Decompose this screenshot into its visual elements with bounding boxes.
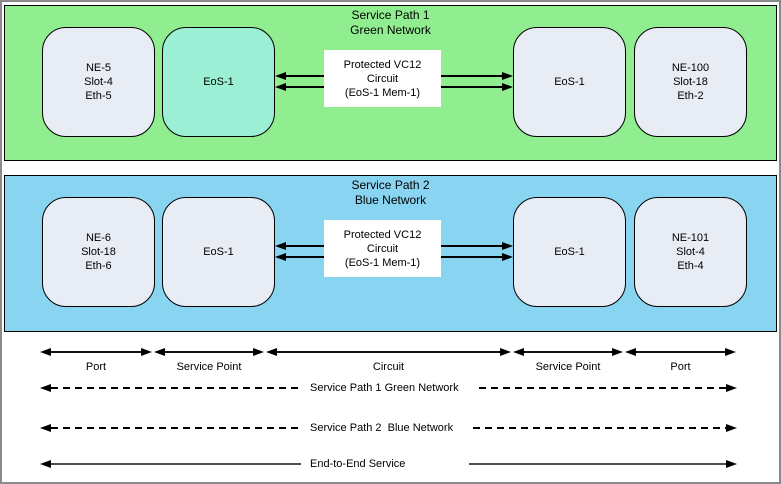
label-circuit: Circuit <box>372 361 405 373</box>
dimension-arrow-service-point-right <box>513 347 623 356</box>
arrowhead-left-icon <box>275 241 286 250</box>
arrowhead-right-icon <box>253 347 264 356</box>
dashed-line <box>478 387 726 389</box>
service-path-1-panel: Service Path 1 Green Network NE-5 Slot-4… <box>4 5 777 161</box>
end-to-end-service-span-arrow: End-to-End Service <box>40 458 737 470</box>
dashed-line <box>51 427 301 429</box>
blue-circuit-label: Protected VC12 Circuit (EoS-1 Mem-1) <box>324 220 441 277</box>
arrowhead-right-icon <box>502 82 513 91</box>
arrow-line <box>277 350 500 353</box>
node-ne-101: NE-101 Slot-4 Eth-4 <box>634 197 747 307</box>
arrow-line <box>524 350 612 353</box>
arrowhead-left-icon <box>40 384 51 392</box>
arrow-line <box>636 350 725 353</box>
green-circuit-label: Protected VC12 Circuit (EoS-1 Mem-1) <box>324 50 441 107</box>
dimension-arrow-port-right <box>625 347 736 356</box>
arrowhead-right-icon <box>725 347 736 356</box>
label-port-left: Port <box>85 361 107 373</box>
arrowhead-left-icon <box>266 347 277 356</box>
node-eos-1-green-left: EoS-1 <box>162 27 275 137</box>
arrowhead-right-icon <box>500 347 511 356</box>
arrowhead-left-icon <box>154 347 165 356</box>
dimension-arrow-port-left <box>40 347 152 356</box>
arrowhead-right-icon <box>502 71 513 80</box>
dimension-arrow-circuit <box>266 347 511 356</box>
service-path-2-span-arrow: Service Path 2 Blue Network <box>40 422 737 434</box>
service-path-2-title: Service Path 2 Blue Network <box>351 178 430 207</box>
arrowhead-left-icon <box>40 460 51 468</box>
label-service-point-right: Service Point <box>535 361 601 373</box>
arrowhead-right-icon <box>502 252 513 261</box>
label-service-point-left: Service Point <box>176 361 242 373</box>
arrowhead-right-icon <box>726 424 737 432</box>
arrowhead-right-icon <box>726 384 737 392</box>
dashed-line <box>51 387 301 389</box>
service-path-1-title: Service Path 1 Green Network <box>350 8 431 37</box>
dashed-line <box>473 427 726 429</box>
dimension-arrow-service-point-left <box>154 347 264 356</box>
arrowhead-right-icon <box>726 460 737 468</box>
node-eos-1-blue-left: EoS-1 <box>162 197 275 307</box>
arrowhead-left-icon <box>275 252 286 261</box>
node-eos-1-blue-right: EoS-1 <box>513 197 626 307</box>
label-end-to-end-service: End-to-End Service <box>310 458 406 470</box>
node-ne-5: NE-5 Slot-4 Eth-5 <box>42 27 155 137</box>
service-path-2-panel: Service Path 2 Blue Network NE-6 Slot-18… <box>4 175 777 332</box>
node-ne-6: NE-6 Slot-18 Eth-6 <box>42 197 155 307</box>
label-port-right: Port <box>670 361 691 373</box>
arrowhead-left-icon <box>40 424 51 432</box>
solid-line <box>469 463 726 465</box>
arrowhead-right-icon <box>141 347 152 356</box>
arrowhead-left-icon <box>40 347 51 356</box>
label-service-path-2: Service Path 2 Blue Network <box>310 422 454 434</box>
node-ne-100: NE-100 Slot-18 Eth-2 <box>634 27 747 137</box>
arrowhead-left-icon <box>275 82 286 91</box>
arrow-line <box>165 350 253 353</box>
arrowhead-left-icon <box>275 71 286 80</box>
solid-line <box>51 463 301 465</box>
arrowhead-right-icon <box>502 241 513 250</box>
node-eos-1-green-right: EoS-1 <box>513 27 626 137</box>
arrowhead-left-icon <box>625 347 636 356</box>
service-path-1-span-arrow: Service Path 1 Green Network <box>40 382 737 394</box>
arrowhead-right-icon <box>612 347 623 356</box>
arrow-line <box>51 350 141 353</box>
label-service-path-1: Service Path 1 Green Network <box>310 382 459 394</box>
arrowhead-left-icon <box>513 347 524 356</box>
